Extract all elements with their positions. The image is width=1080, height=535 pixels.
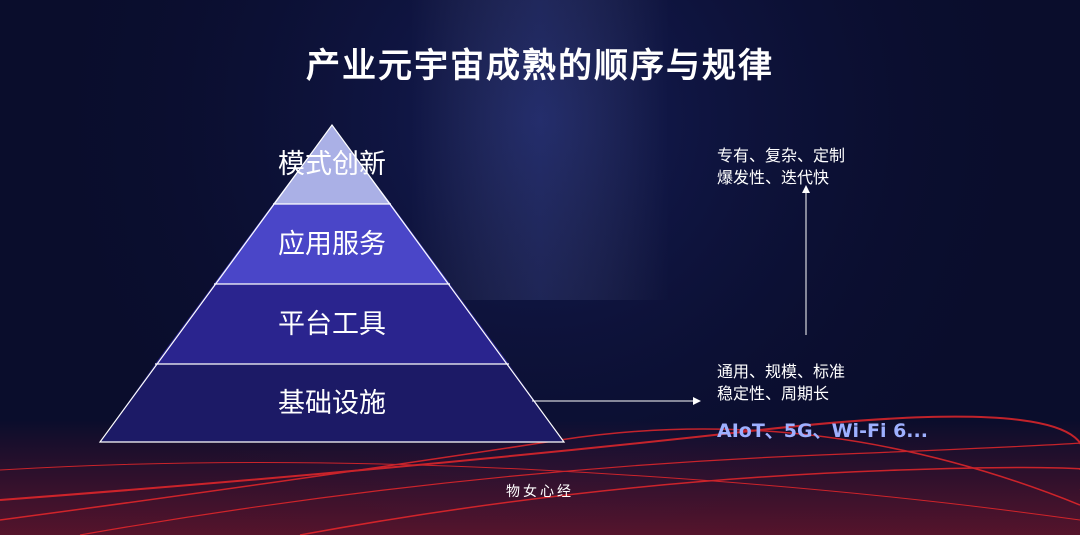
top-note-line1: 专有、复杂、定制 bbox=[717, 146, 846, 165]
layer-label-application-services: 应用服务 bbox=[278, 229, 386, 260]
bottom-note: 通用、规模、标准 稳定性、周期长 bbox=[717, 361, 845, 405]
pyramid-layer-platform-tools bbox=[155, 284, 509, 364]
pyramid-layer-application-services bbox=[214, 204, 450, 284]
up-arrow-head bbox=[802, 185, 810, 193]
top-note: 专有、复杂、定制 爆发性、迭代快 bbox=[717, 145, 845, 189]
layer-label-infrastructure: 基础设施 bbox=[278, 388, 386, 419]
top-note-line2: 爆发性、迭代快 bbox=[717, 168, 830, 187]
pyramid-layer-infrastructure bbox=[100, 364, 564, 442]
footer-watermark: 物女心经 bbox=[506, 484, 574, 500]
bottom-note-line2: 稳定性、周期长 bbox=[717, 384, 830, 403]
layer-label-platform-tools: 平台工具 bbox=[278, 309, 386, 340]
layer-label-mode-innovation: 模式创新 bbox=[278, 149, 386, 180]
pyramid-layer-mode-innovation bbox=[273, 125, 391, 204]
tech-label: AIoT、5G、Wi-Fi 6... bbox=[717, 420, 928, 442]
right-arrow-head bbox=[693, 397, 701, 405]
bottom-note-line1: 通用、规模、标准 bbox=[717, 362, 846, 381]
page-title: 产业元宇宙成熟的顺序与规律 bbox=[306, 46, 774, 86]
